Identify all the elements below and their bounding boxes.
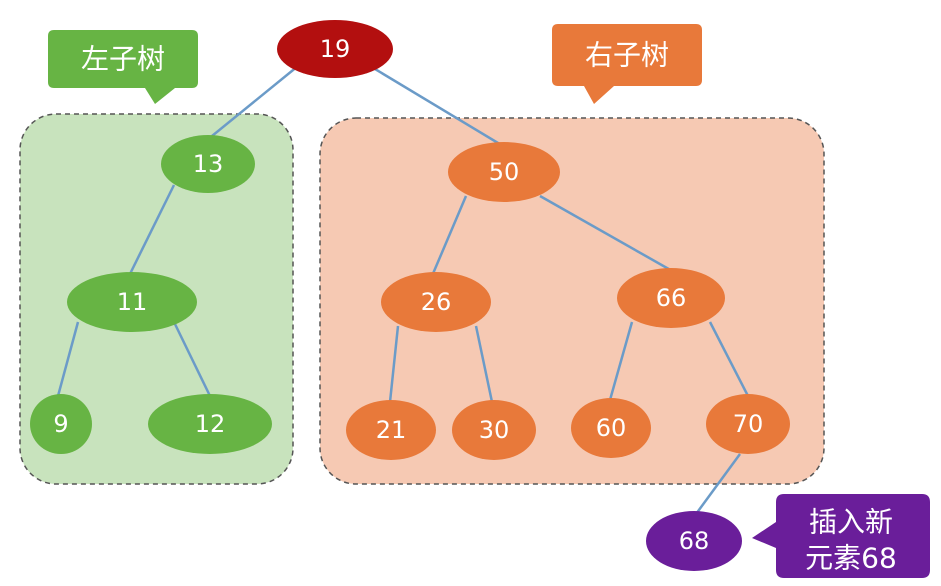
edge-19-13 bbox=[211, 65, 299, 137]
insert-new-element-callout: 插入新 元素68 bbox=[752, 494, 930, 578]
node-label-30: 30 bbox=[479, 416, 510, 444]
node-label-70: 70 bbox=[733, 410, 764, 438]
node-label-26: 26 bbox=[421, 288, 452, 316]
edge-70-68 bbox=[694, 453, 742, 515]
edge-13-11 bbox=[126, 184, 176, 279]
right-subtree-region bbox=[319, 117, 825, 485]
node-label-66: 66 bbox=[656, 284, 687, 312]
edge-26-30 bbox=[474, 325, 494, 403]
edge-26-21 bbox=[388, 325, 400, 403]
tree-node-30: 30 bbox=[452, 400, 536, 460]
tree-node-12: 12 bbox=[148, 394, 272, 454]
tree-edges bbox=[56, 64, 750, 515]
node-label-13: 13 bbox=[193, 150, 224, 178]
edge-11-12 bbox=[172, 321, 212, 397]
node-label-60: 60 bbox=[596, 414, 627, 442]
edge-50-26 bbox=[430, 195, 468, 277]
edge-50-66 bbox=[539, 194, 675, 274]
node-label-11: 11 bbox=[117, 288, 148, 316]
tree-node-9: 9 bbox=[30, 394, 92, 454]
edge-66-70 bbox=[708, 321, 750, 397]
node-label-9: 9 bbox=[53, 410, 68, 438]
tree-node-11: 11 bbox=[67, 272, 197, 332]
right-subtree-label: 右子树 bbox=[585, 39, 669, 72]
tree-node-50: 50 bbox=[448, 142, 560, 202]
node-label-21: 21 bbox=[376, 416, 407, 444]
node-label-12: 12 bbox=[195, 410, 226, 438]
edge-19-50 bbox=[369, 64, 504, 148]
tree-node-66: 66 bbox=[617, 268, 725, 328]
tree-node-60: 60 bbox=[571, 398, 651, 458]
tree-node-19: 19 bbox=[277, 20, 393, 78]
tree-node-21: 21 bbox=[346, 400, 436, 460]
tree-node-26: 26 bbox=[381, 272, 491, 332]
insert-callout-line2: 元素68 bbox=[805, 542, 897, 575]
right-subtree-callout: 右子树 bbox=[552, 24, 702, 104]
edge-11-9 bbox=[56, 321, 80, 397]
node-label-68: 68 bbox=[679, 527, 710, 555]
node-label-19: 19 bbox=[320, 35, 351, 63]
tree-node-13: 13 bbox=[161, 135, 255, 193]
node-label-50: 50 bbox=[489, 158, 520, 186]
left-subtree-callout: 左子树 bbox=[48, 30, 198, 104]
tree-node-70: 70 bbox=[706, 394, 790, 454]
left-subtree-label: 左子树 bbox=[81, 43, 165, 76]
tree-node-68-new: 68 bbox=[646, 511, 742, 571]
insert-callout-line1: 插入新 bbox=[809, 506, 893, 539]
edge-66-60 bbox=[608, 321, 634, 401]
